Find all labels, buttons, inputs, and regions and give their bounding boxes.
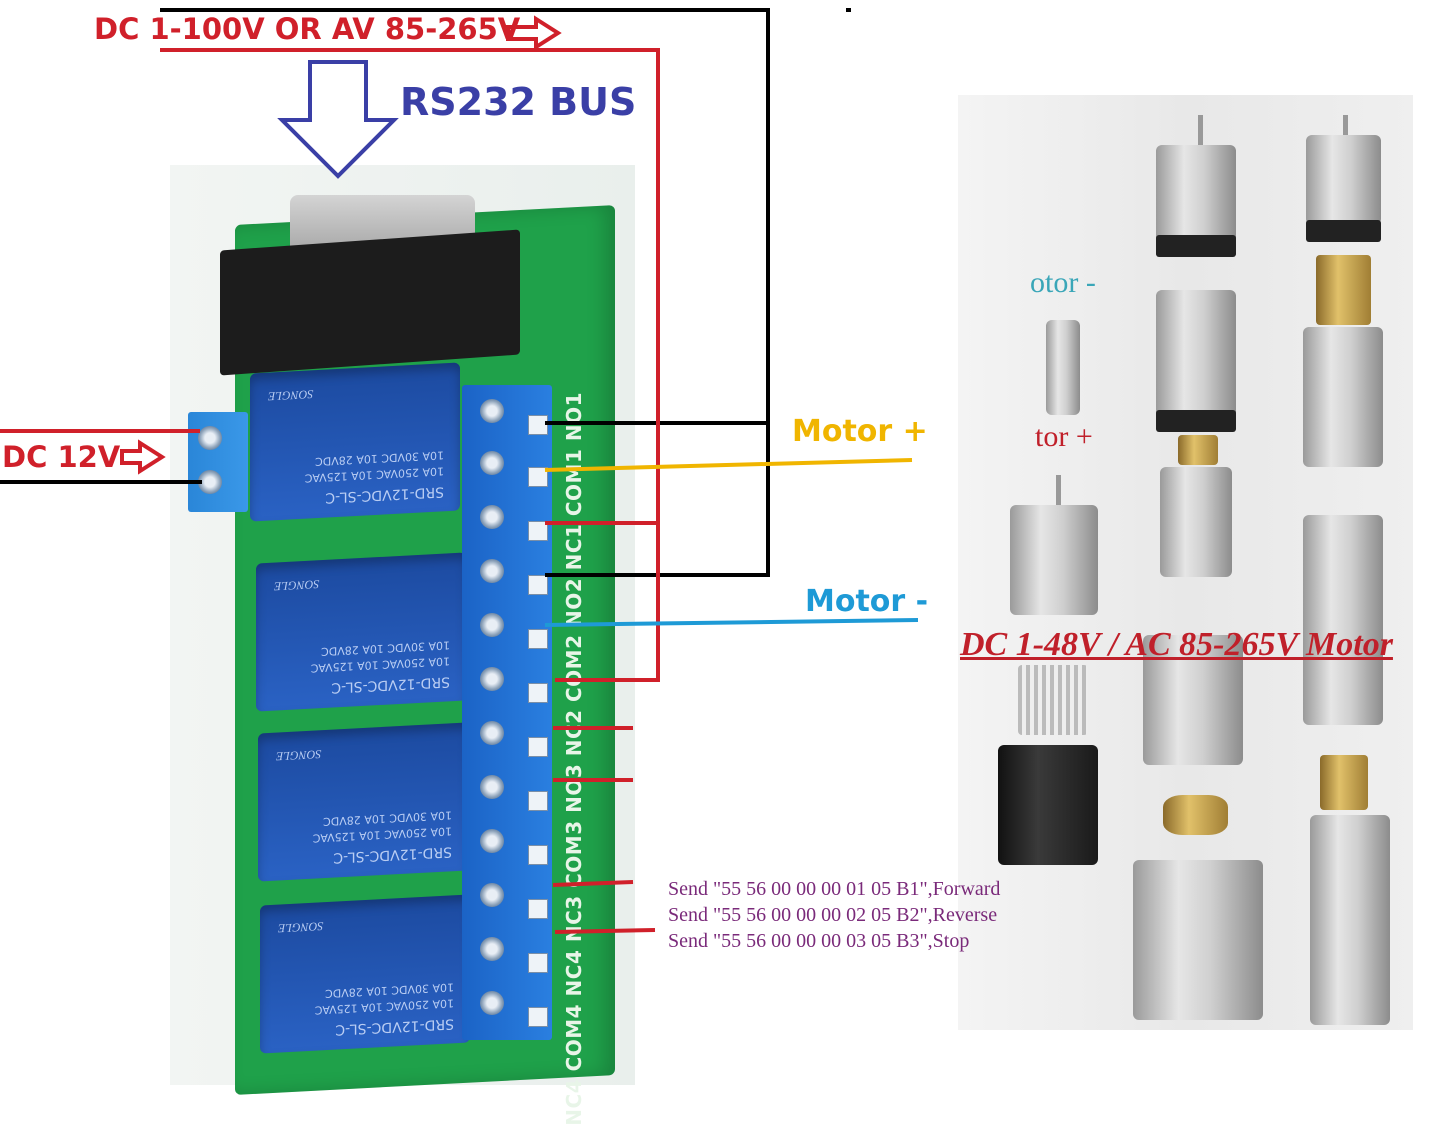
terminal-slot bbox=[528, 521, 548, 541]
relay-brand: SONGLE bbox=[274, 577, 320, 594]
relay-model: SRD-12VDC-SL-C bbox=[333, 843, 452, 866]
relay-model: SRD-12VDC-SL-C bbox=[325, 483, 444, 506]
relay-2: SRD-12VDC-SL-C 10A 250VAC 10A 125VAC 10A… bbox=[256, 552, 466, 712]
motor-cylinder bbox=[1310, 815, 1390, 1025]
heatsink-gear bbox=[1018, 665, 1088, 735]
motor-050 bbox=[1143, 635, 1243, 765]
motor-030 bbox=[1160, 467, 1232, 577]
motor-130 bbox=[1133, 860, 1263, 1020]
dc12v-label: DC 12V bbox=[2, 440, 121, 474]
command-stop: Send "55 56 00 00 00 03 05 B3",Stop bbox=[668, 930, 970, 952]
brass-chuck bbox=[1320, 755, 1368, 810]
db9-connector bbox=[220, 195, 520, 376]
relay-brand: SONGLE bbox=[276, 747, 322, 764]
motor-minus-label: Motor - bbox=[805, 584, 929, 619]
relay-3: SRD-12VDC-SL-C 10A 250VAC 10A 125VAC 10A… bbox=[258, 722, 468, 882]
terminal-slot bbox=[528, 683, 548, 703]
motor-shaft bbox=[1343, 115, 1348, 145]
screw-icon bbox=[480, 883, 504, 907]
motor-n20 bbox=[1306, 135, 1381, 225]
motor-cylinder bbox=[1303, 515, 1383, 725]
terminal-slot bbox=[528, 629, 548, 649]
command-reverse: Send "55 56 00 00 00 02 05 B2",Reverse bbox=[668, 904, 998, 926]
screw-icon bbox=[480, 775, 504, 799]
brass-gearbox bbox=[1316, 255, 1371, 325]
motor-ff030 bbox=[1010, 505, 1098, 615]
arrow-right-icon bbox=[120, 439, 166, 475]
terminal-pin-labels: NC4 COM4 NC4 NC3 COM3 NO3 NC2 COM2 NO2 N… bbox=[562, 392, 602, 1126]
relay-4: SRD-12VDC-SL-C 10A 250VAC 10A 125VAC 10A… bbox=[260, 894, 470, 1054]
relay-model: SRD-12VDC-SL-C bbox=[335, 1015, 454, 1038]
arrow-down-icon bbox=[277, 60, 399, 179]
terminal-slot bbox=[528, 1007, 548, 1027]
motor-n20 bbox=[1156, 290, 1236, 420]
screw-icon bbox=[480, 937, 504, 961]
stray-dot bbox=[846, 8, 851, 12]
screw-icon bbox=[480, 829, 504, 853]
screw-icon bbox=[480, 721, 504, 745]
relay-brand: SONGLE bbox=[278, 919, 324, 936]
relay-model: SRD-12VDC-SL-C bbox=[331, 673, 450, 696]
power-input-label: DC 1-100V OR AV 85-265V bbox=[94, 12, 521, 46]
motor-plus-label: Motor + bbox=[792, 414, 928, 449]
motor-n20 bbox=[1156, 145, 1236, 245]
relay-terminal-block bbox=[462, 385, 552, 1040]
brass-gear bbox=[1178, 435, 1218, 465]
screw-icon bbox=[480, 451, 504, 475]
motor-shaft bbox=[1198, 115, 1203, 145]
terminal-slot bbox=[528, 791, 548, 811]
power-terminal-block bbox=[188, 412, 248, 512]
relay-brand: SONGLE bbox=[268, 387, 314, 404]
pin-label-text: NC4 COM4 NC4 NC3 COM3 NO3 NC2 COM2 NO2 N… bbox=[562, 392, 586, 1126]
terminal-slot bbox=[528, 845, 548, 865]
screw-icon bbox=[198, 426, 222, 450]
command-forward: Send "55 56 00 00 00 01 05 B1",Forward bbox=[668, 878, 1001, 900]
motor-endcap bbox=[1156, 235, 1236, 257]
terminal-slot bbox=[528, 575, 548, 595]
motor-endcap bbox=[1306, 220, 1381, 242]
screw-icon bbox=[480, 505, 504, 529]
photo-motor-plus-label: tor + bbox=[1035, 420, 1093, 453]
brass-weight bbox=[1163, 795, 1228, 835]
motor-shaft bbox=[1056, 475, 1061, 515]
rs232-bus-label: RS232 BUS bbox=[400, 80, 637, 124]
command-list: Send "55 56 00 00 00 01 05 B1",Forward S… bbox=[668, 876, 1000, 954]
screw-icon bbox=[480, 399, 504, 423]
motor-spec-title: DC 1-48V / AC 85-265V Motor bbox=[960, 626, 1393, 663]
terminal-slot bbox=[528, 953, 548, 973]
screw-icon bbox=[198, 470, 222, 494]
terminal-slot bbox=[528, 737, 548, 757]
screw-icon bbox=[480, 667, 504, 691]
motor-photo bbox=[958, 95, 1413, 1030]
screw-icon bbox=[480, 613, 504, 637]
terminal-slot bbox=[528, 415, 548, 435]
terminal-slot bbox=[528, 467, 548, 487]
motor-endcap bbox=[1156, 410, 1236, 432]
coreless-motor bbox=[1046, 320, 1080, 415]
screw-icon bbox=[480, 991, 504, 1015]
motor-cylinder bbox=[1303, 327, 1383, 467]
db9-housing bbox=[220, 229, 520, 376]
photo-motor-minus-label: otor - bbox=[1030, 266, 1096, 299]
black-motor bbox=[998, 745, 1098, 865]
terminal-slot bbox=[528, 899, 548, 919]
screw-icon bbox=[480, 559, 504, 583]
relay-1: SRD-12VDC-SL-C 10A 250VAC 10A 125VAC 10A… bbox=[250, 362, 460, 522]
